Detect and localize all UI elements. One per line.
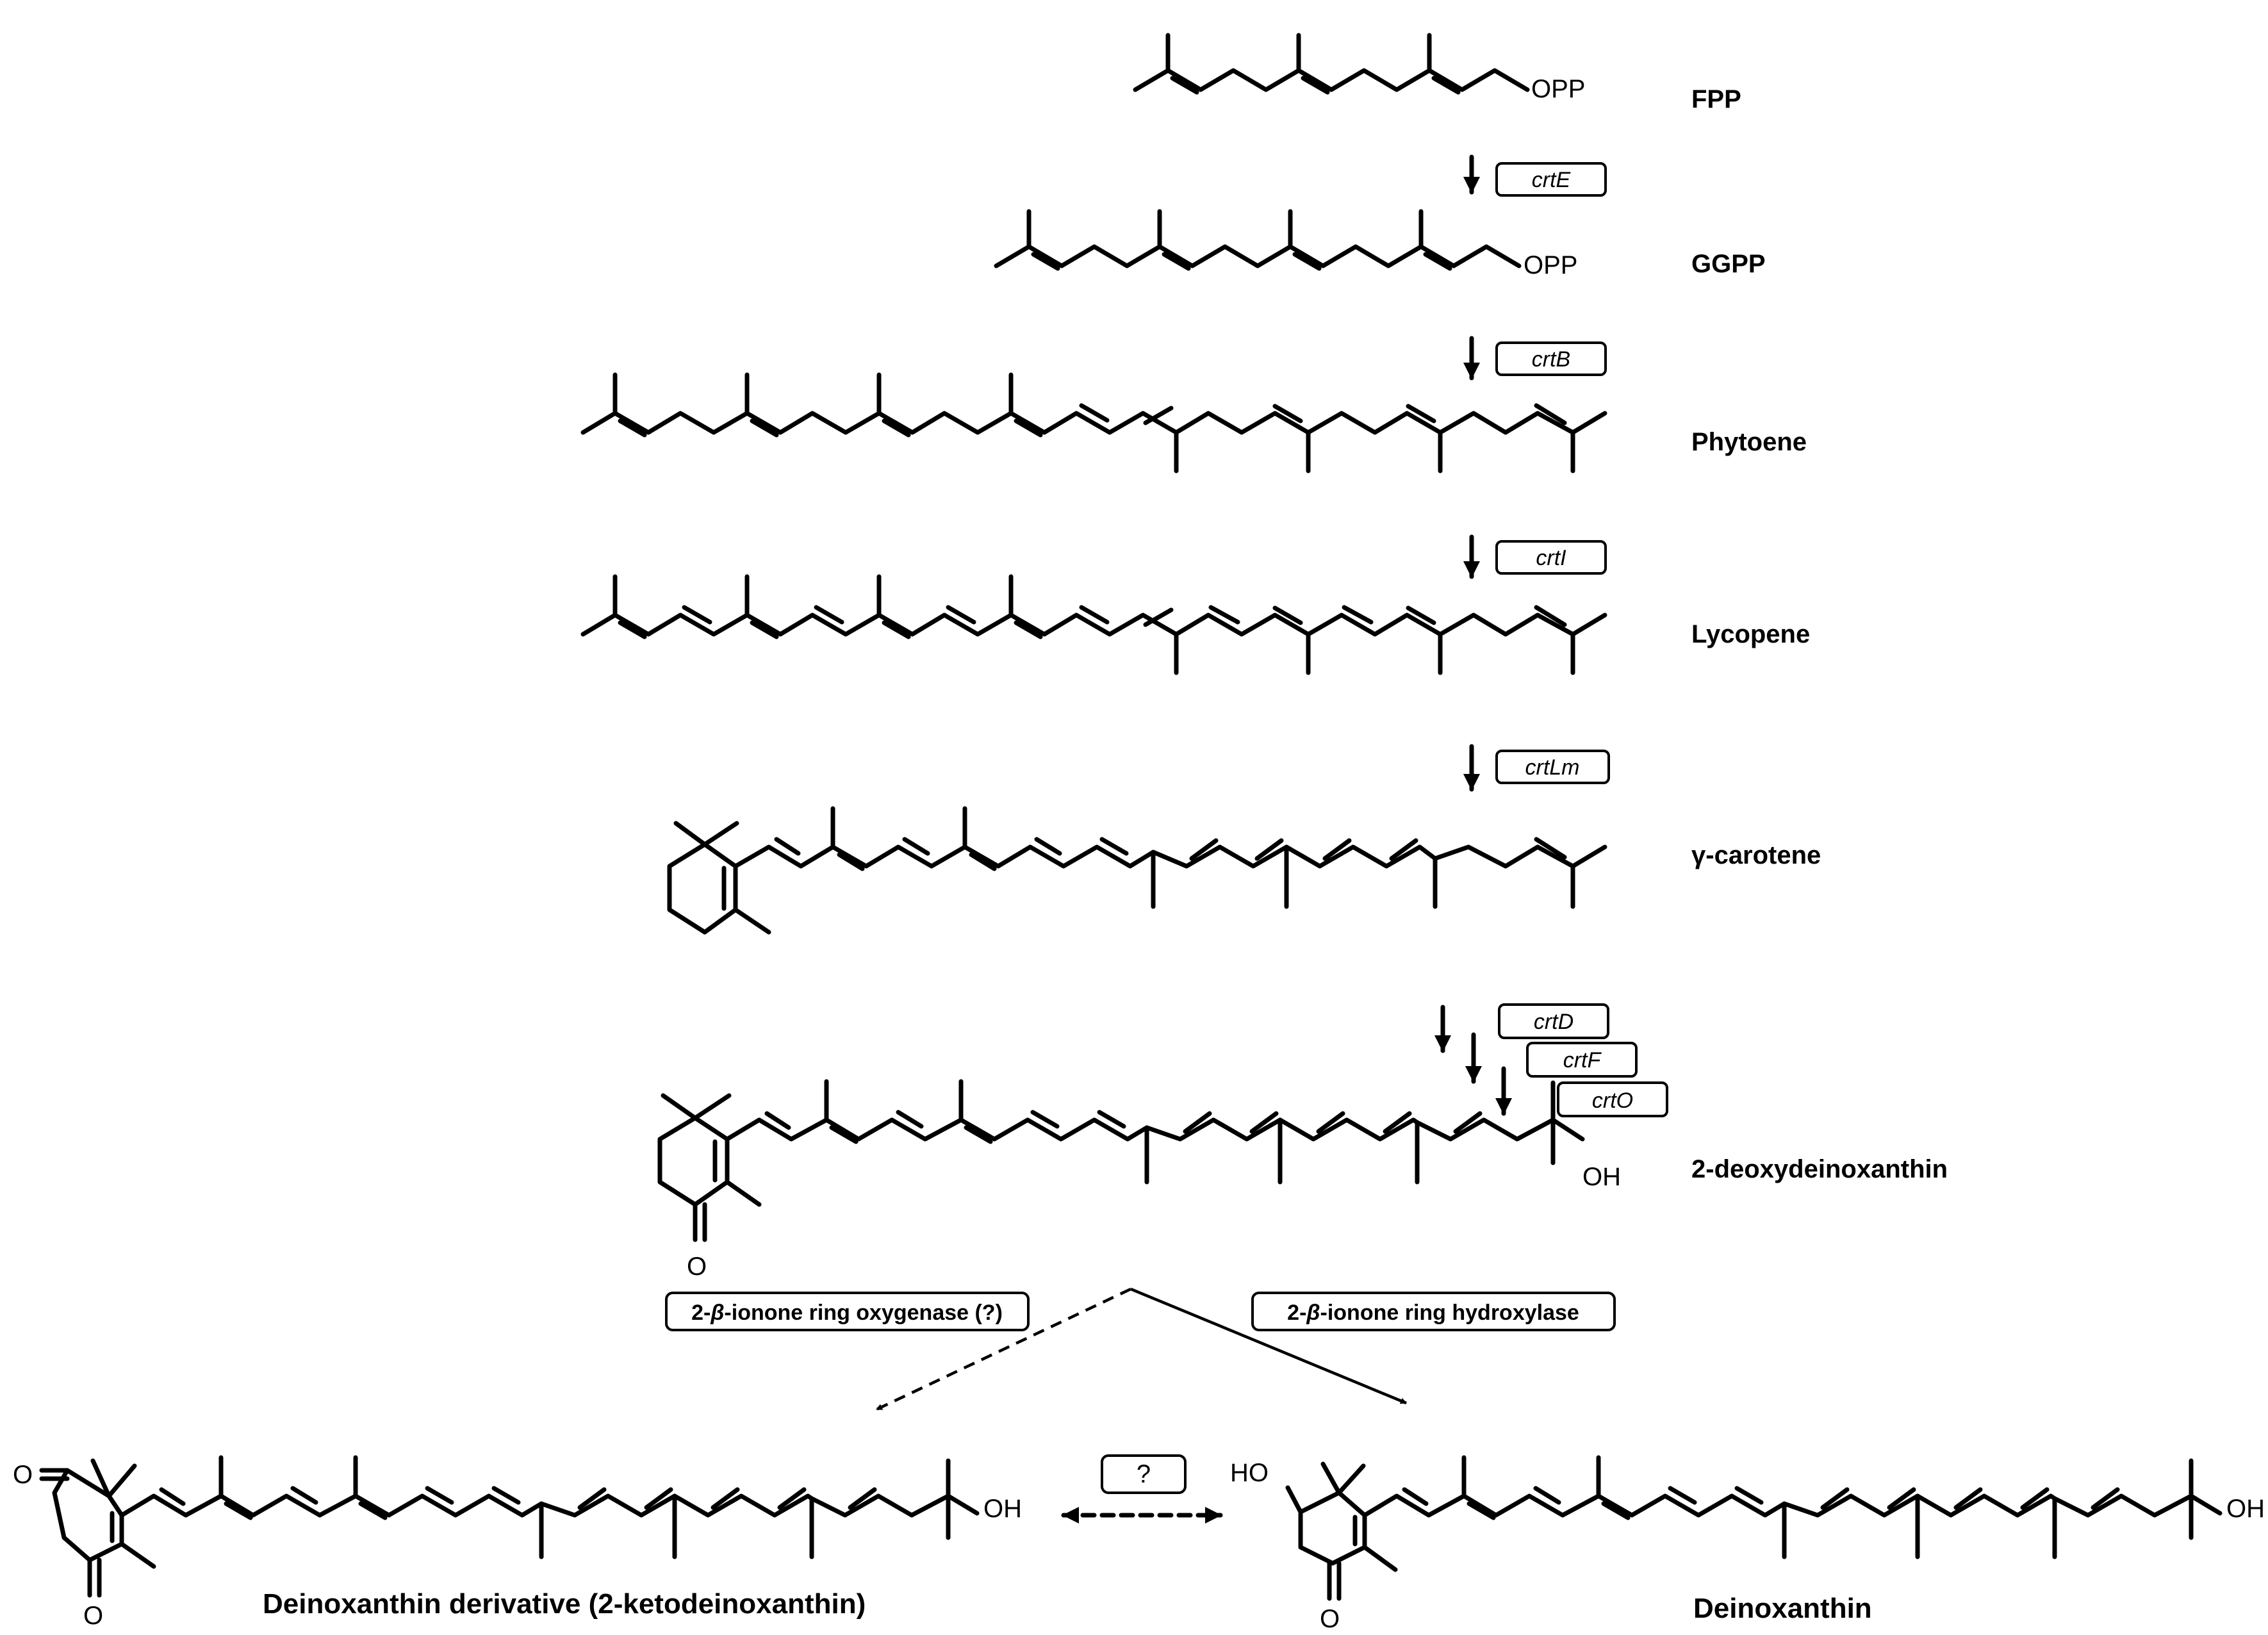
crtD-box	[1498, 1003, 1609, 1039]
o-label: O	[687, 1253, 707, 1281]
oh-label: OH	[983, 1495, 1022, 1523]
ho-label: HO	[1230, 1459, 1269, 1487]
ggpp-structure	[994, 209, 1522, 271]
crtI-box	[1495, 540, 1607, 575]
oxygenase-box	[665, 1292, 1030, 1331]
phytoene-structure	[580, 372, 1607, 473]
unknown-step-box	[1101, 1454, 1187, 1494]
lycopene-label: Lycopene	[1691, 620, 1810, 648]
crtF-box	[1526, 1042, 1638, 1078]
crtD-label: crtD	[1534, 1010, 1574, 1034]
crtB-label: crtB	[1532, 347, 1570, 372]
deinoxanthin-structure	[1285, 1455, 2223, 1601]
crtB-box	[1495, 341, 1607, 376]
oxygenase-branch-arrow	[876, 1287, 1131, 1411]
ketodeinoxanthin-structure	[39, 1455, 980, 1598]
fpp-structure	[1133, 33, 1530, 95]
crtE-box	[1495, 162, 1607, 197]
unknown-step-label: ?	[1137, 1460, 1151, 1488]
gamma-carotene-label: γ-carotene	[1691, 841, 1821, 869]
ggpp-label: GGPP	[1691, 250, 1766, 278]
crtE-label: crtE	[1532, 168, 1571, 192]
crtO-box	[1557, 1081, 1668, 1117]
crtF-label: crtF	[1563, 1048, 1602, 1072]
ketodeinoxanthin-label: Deinoxanthin derivative (2-ketodeinoxant…	[263, 1588, 866, 1620]
opp-label: OPP	[1531, 75, 1585, 103]
oh-label: OH	[1582, 1163, 1621, 1191]
deoxydeinoxanthin-structure	[657, 1079, 1585, 1242]
o-label: O	[13, 1461, 33, 1489]
deoxydeinoxanthin-label: 2-deoxydeinoxanthin	[1691, 1155, 1948, 1183]
hydroxylase-label: 2-β-ionone ring hydroxylase	[1287, 1301, 1579, 1325]
crtLm-label: crtLm	[1525, 755, 1580, 780]
o-label: O	[83, 1602, 103, 1630]
lycopene-structure	[580, 574, 1607, 675]
gamma-carotene-structure	[667, 806, 1607, 935]
deinoxanthin-label: Deinoxanthin	[1693, 1593, 1872, 1624]
o-label: O	[1320, 1605, 1340, 1633]
crtO-label: crtO	[1592, 1089, 1633, 1113]
hydroxylase-box	[1251, 1292, 1616, 1331]
phytoene-label: Phytoene	[1691, 428, 1807, 456]
crtLm-box	[1495, 750, 1610, 784]
opp-label: OPP	[1524, 251, 1577, 279]
oxygenase-label: 2-β-ionone ring oxygenase (?)	[691, 1301, 1003, 1325]
hydroxylase-branch-arrow	[1130, 1287, 1407, 1405]
oh-label: OH	[2226, 1495, 2265, 1523]
crtI-label: crtI	[1536, 546, 1566, 570]
fpp-label: FPP	[1691, 85, 1741, 113]
